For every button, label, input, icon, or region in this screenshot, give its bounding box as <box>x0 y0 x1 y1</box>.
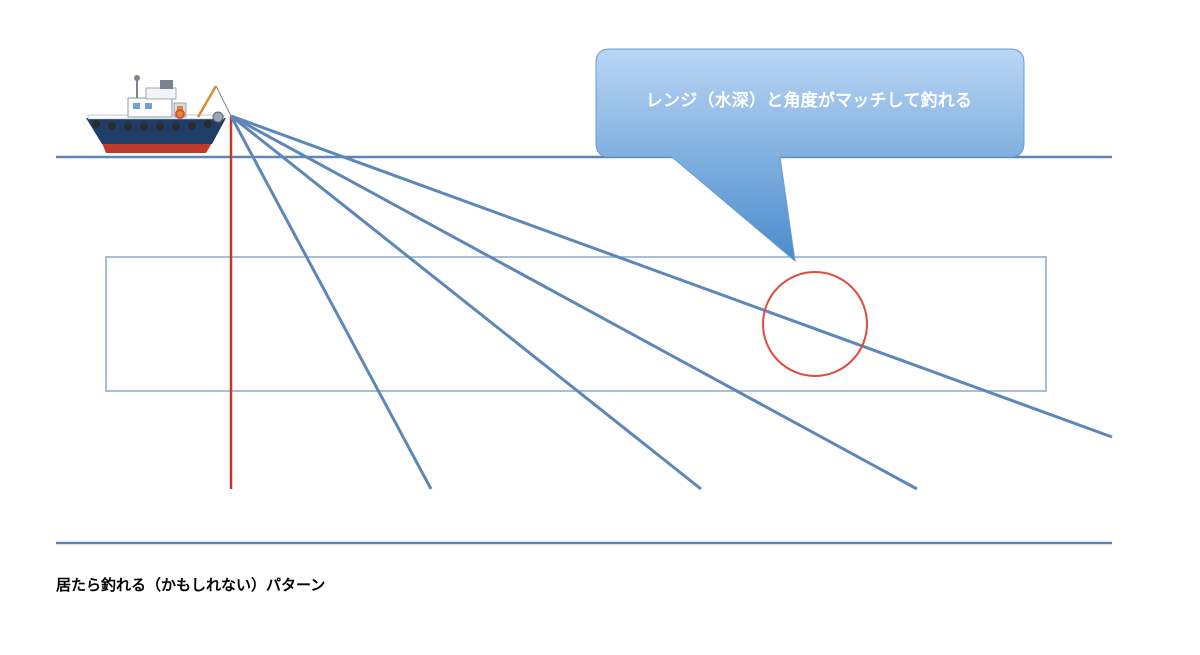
fishing-line-angle-2 <box>230 114 702 491</box>
fishing-line-angle-1 <box>229 115 433 490</box>
callout-bubble <box>595 48 1025 263</box>
match-point-circle <box>762 271 868 377</box>
diagram-caption: 居たら釣れる（かもしれない）パターン <box>56 576 326 594</box>
fish-range-band <box>105 256 1047 392</box>
callout-text: レンジ（水深）と角度がマッチして釣れる <box>645 91 973 111</box>
fishing-boat-icon <box>86 75 232 153</box>
fishing-line-angle-3 <box>230 114 918 491</box>
fishing-line-angle-4 <box>230 114 1113 439</box>
